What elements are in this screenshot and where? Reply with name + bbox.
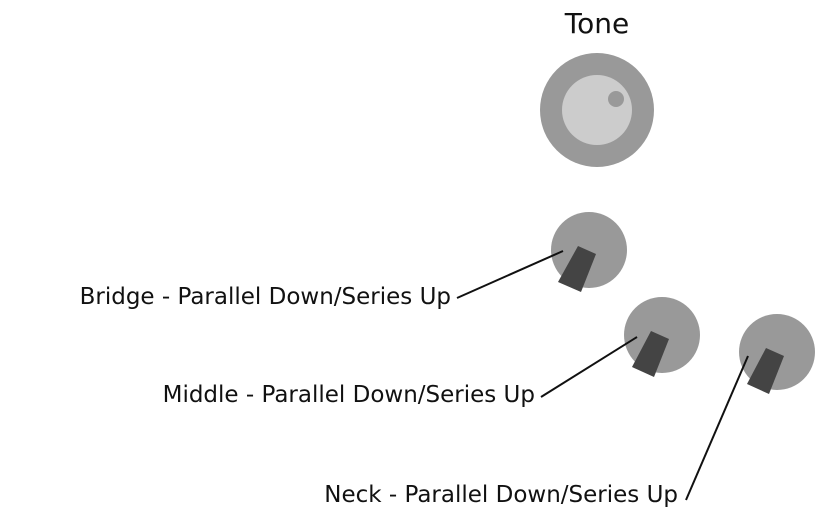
bridge-switch-label: Bridge - Parallel Down/Series Up <box>80 284 451 310</box>
tone-knob-icon <box>540 53 654 167</box>
toggle-switch-icon <box>739 314 815 394</box>
toggle-switch-icon <box>551 212 627 292</box>
middle-switch-label: Middle - Parallel Down/Series Up <box>163 382 535 408</box>
middle-leader-line <box>540 336 638 398</box>
tone-knob-indicator-dot <box>608 91 624 107</box>
bridge-leader-line <box>456 250 564 299</box>
neck-leader-line <box>685 355 749 501</box>
neck-switch-lever <box>747 348 784 394</box>
bridge-switch[interactable]: Bridge - Parallel Down/Series Up <box>80 212 627 310</box>
middle-switch-lever <box>632 331 669 377</box>
bridge-switch-lever <box>558 246 596 292</box>
middle-switch[interactable]: Middle - Parallel Down/Series Up <box>163 297 700 408</box>
neck-switch[interactable]: Neck - Parallel Down/Series Up <box>324 314 815 508</box>
tone-knob[interactable]: Tone <box>540 7 654 167</box>
tone-knob-inner <box>562 75 632 145</box>
toggle-switch-icon <box>624 297 700 377</box>
neck-switch-label: Neck - Parallel Down/Series Up <box>324 482 678 508</box>
tone-label: Tone <box>564 7 629 40</box>
